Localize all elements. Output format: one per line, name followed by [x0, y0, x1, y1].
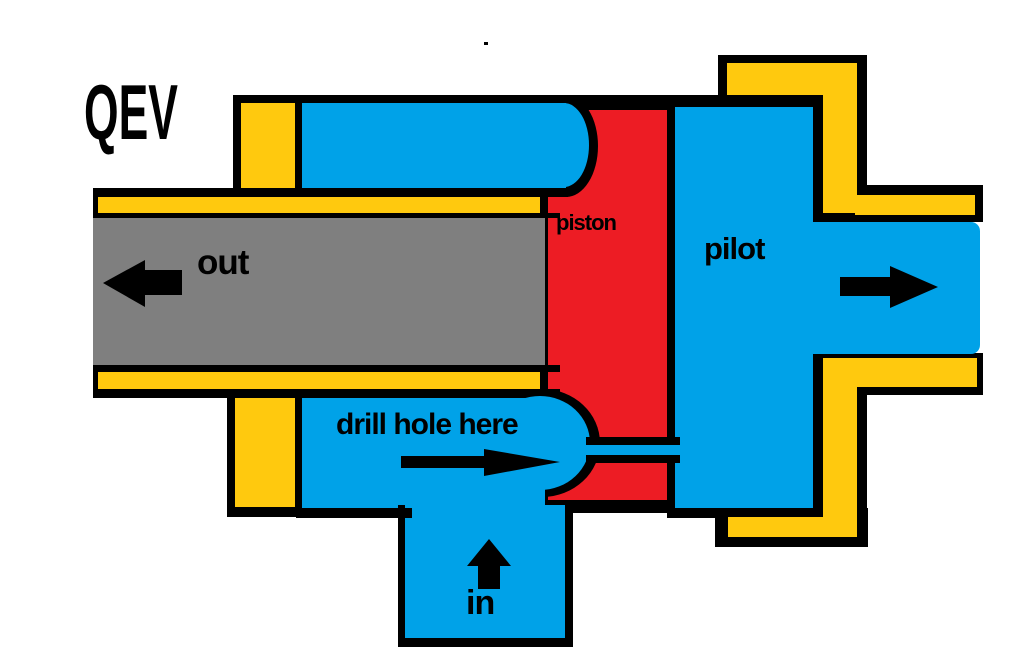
pilot-housing-top: [855, 195, 975, 215]
pilot-chamber: [675, 107, 813, 508]
housing-left-top-block: [241, 103, 295, 188]
drill-hole-channel: [578, 445, 682, 455]
inlet-port: [540, 505, 565, 638]
housing-seal-top: [98, 197, 540, 213]
label-drill-hole: drill hole here: [336, 408, 519, 441]
label-out: out: [197, 243, 249, 282]
housing-outline: [93, 365, 98, 398]
housing-outline: [93, 389, 560, 398]
label-piston: piston: [556, 210, 617, 235]
diagram-title: QEV: [84, 68, 178, 156]
stray-mark: [484, 42, 488, 45]
outlet-passage: [93, 218, 545, 365]
pilot-port-passage: [795, 222, 980, 354]
housing-seal-bottom: [98, 372, 540, 389]
pilot-housing-bottom: [823, 360, 857, 537]
upper-chamber: [539, 103, 589, 187]
housing-outline: [93, 365, 560, 372]
inlet-chamber-outline: [296, 508, 412, 518]
housing-outline: [93, 188, 560, 197]
label-in: in: [466, 584, 495, 622]
housing-outline: [93, 213, 560, 218]
pilot-housing-bottom: [823, 358, 977, 387]
housing-left-bottom-block: [235, 398, 295, 507]
upper-chamber: [302, 103, 566, 188]
pilot-housing-top: [823, 63, 857, 213]
housing-outline: [93, 188, 98, 218]
label-pilot: pilot: [704, 231, 765, 266]
